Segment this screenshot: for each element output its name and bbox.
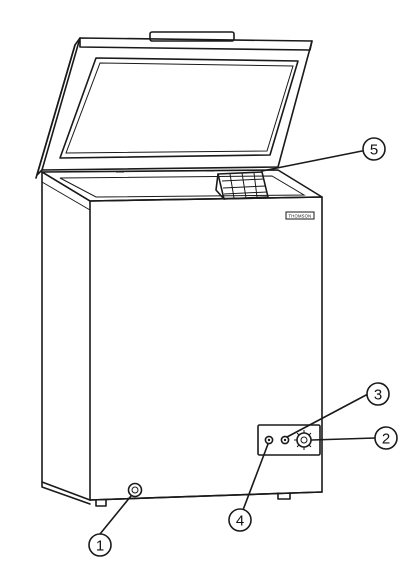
brand-plate: THOMSON	[285, 211, 315, 220]
freezer-lid	[35, 31, 313, 179]
callout-3: 3	[366, 382, 390, 406]
power-indicator-light	[264, 435, 274, 445]
alarm-indicator-light	[280, 435, 290, 445]
callout-4: 4	[228, 508, 252, 532]
leader-4	[242, 443, 269, 511]
leader-3	[286, 393, 369, 438]
leader-lines	[99, 150, 376, 535]
callout-4-number: 4	[236, 513, 244, 530]
callout-1: 1	[88, 533, 112, 557]
leader-5	[261, 150, 363, 172]
brand-plate-frame	[285, 211, 315, 220]
brand-label: THOMSON	[289, 214, 312, 219]
cabinet-top	[41, 169, 323, 501]
leader-1	[99, 495, 132, 535]
callout-5: 5	[362, 137, 386, 161]
drain-plug	[127, 482, 143, 498]
callout-3-number: 3	[374, 387, 382, 404]
leader-2	[311, 437, 376, 441]
callout-5-number: 5	[370, 142, 378, 159]
callout-2: 2	[374, 426, 398, 450]
storage-basket	[215, 171, 269, 200]
cabinet-body	[41, 181, 323, 507]
callout-2-number: 2	[382, 431, 390, 448]
lid-handle	[149, 31, 235, 42]
thermostat-knob	[294, 430, 314, 450]
control-panel	[257, 424, 321, 456]
callout-1-number: 1	[96, 538, 104, 555]
